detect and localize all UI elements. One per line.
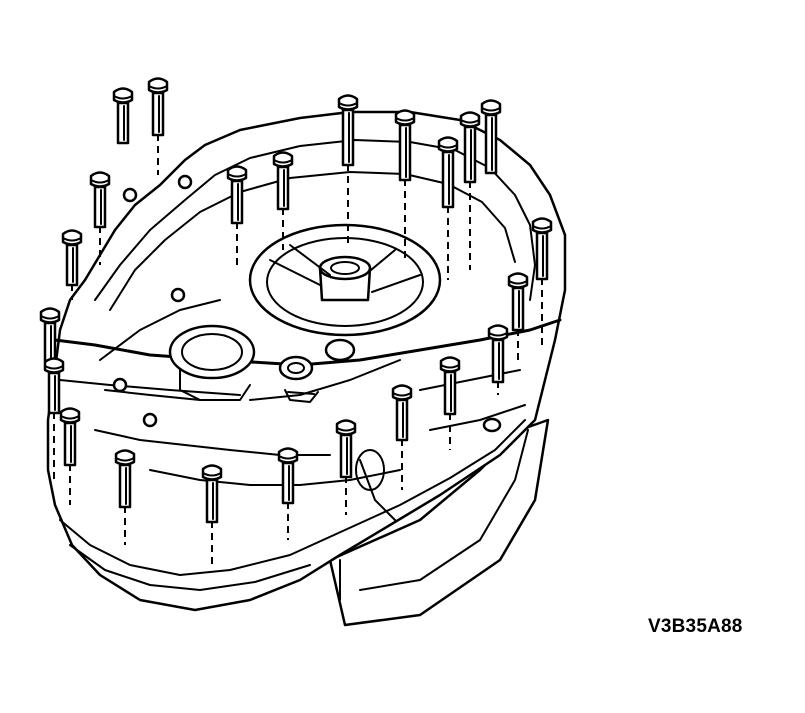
bolt-head <box>226 165 248 182</box>
bolt-head <box>487 324 509 341</box>
bolt-head <box>507 272 529 289</box>
bolt <box>394 109 416 260</box>
transaxle-case <box>46 110 567 627</box>
bolt-head <box>201 464 223 481</box>
bolt <box>277 447 299 540</box>
bolt <box>507 272 529 360</box>
bolt-head <box>337 94 359 111</box>
bolt-head <box>112 87 134 104</box>
bolt <box>459 111 481 270</box>
bolt-head <box>335 419 357 436</box>
bolt <box>201 464 223 565</box>
bolt-head <box>391 384 413 401</box>
bolt-head <box>147 77 169 94</box>
bolt-head <box>114 449 136 466</box>
figure-id-label: V3B35A88 <box>648 616 743 637</box>
bolt-head <box>272 151 294 168</box>
bolt-head <box>61 229 83 246</box>
bolt <box>487 324 509 395</box>
bolt <box>61 229 83 300</box>
bolt <box>59 407 81 505</box>
bolt <box>480 99 502 175</box>
bolt <box>272 151 294 250</box>
bolt-head <box>394 109 416 126</box>
bolt-head <box>459 111 481 128</box>
bolt <box>437 136 459 280</box>
bolt <box>147 77 169 175</box>
bolt <box>531 217 553 350</box>
bolt-head <box>59 407 81 424</box>
bolt-head <box>39 307 61 324</box>
bolt-head <box>531 217 553 234</box>
bolt-head <box>43 357 65 374</box>
bolt <box>335 419 357 515</box>
bolt <box>439 356 461 450</box>
bolt-head <box>89 171 111 188</box>
bolt <box>226 165 248 265</box>
bolt <box>89 171 111 265</box>
bolt <box>112 87 134 145</box>
bolt-head <box>480 99 502 116</box>
bolt-head <box>437 136 459 153</box>
bolt <box>43 357 65 480</box>
bolt-head <box>277 447 299 464</box>
bolt <box>391 384 413 490</box>
bolt-head <box>439 356 461 373</box>
bolt <box>114 449 136 545</box>
case-bolts <box>39 77 553 565</box>
bolt <box>337 94 359 245</box>
oil-pan <box>328 418 550 627</box>
small-boss <box>278 355 314 381</box>
